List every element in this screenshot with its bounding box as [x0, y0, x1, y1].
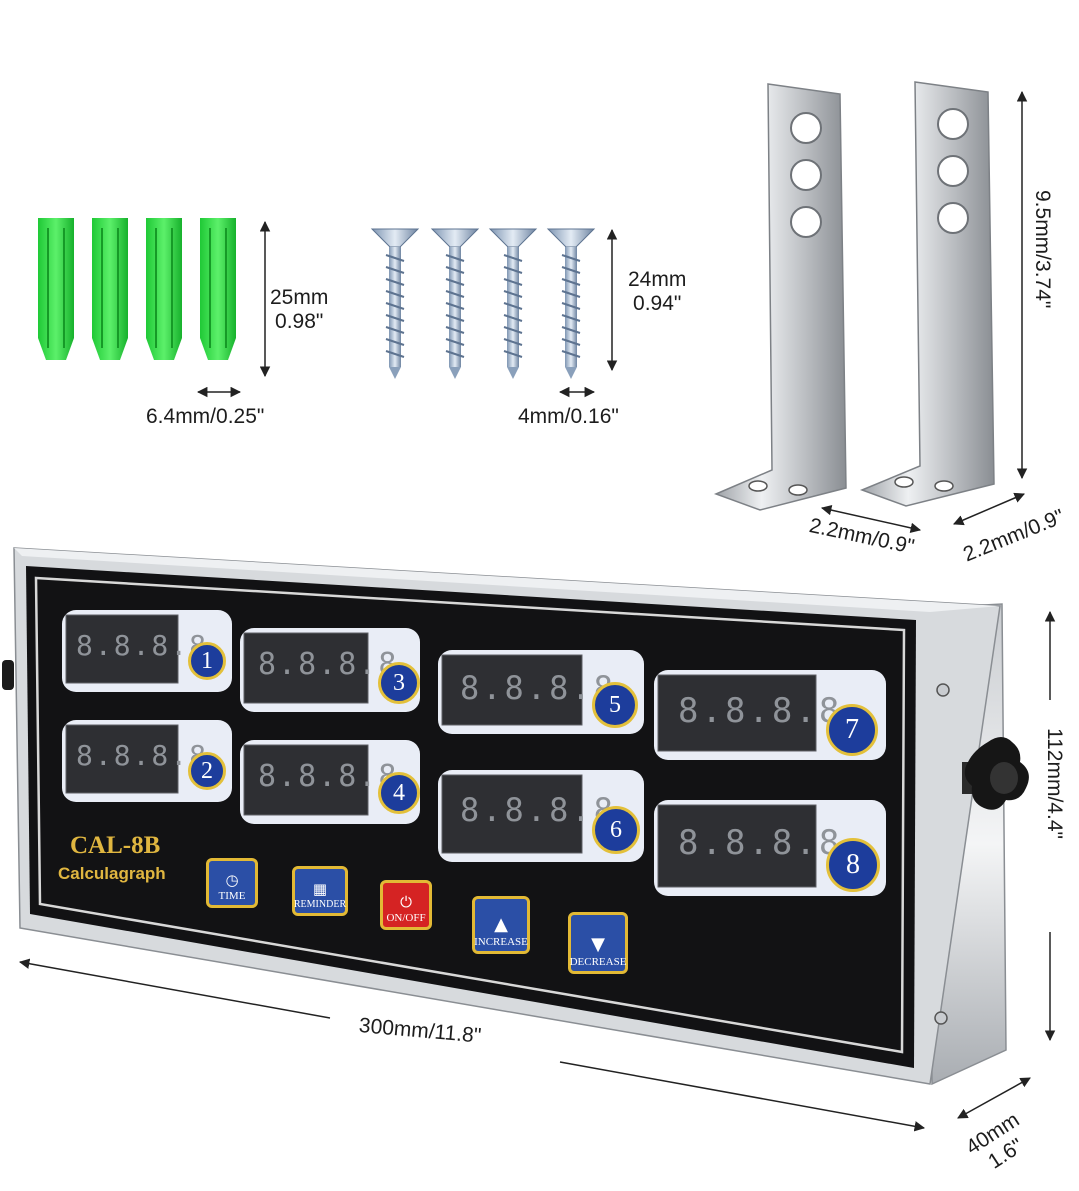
digits-2: 8.8.8.8 — [76, 739, 209, 772]
arrow-down-icon: ▼ — [591, 934, 605, 955]
digits-1: 8.8.8.8 — [76, 629, 209, 662]
screw-length-in: 0.94" — [633, 292, 682, 316]
digits-5: 8.8.8.8 — [460, 669, 616, 707]
reminder-button[interactable]: ▦ REMINDER — [292, 866, 348, 916]
device-height-label: 112mm/4.4" — [1043, 728, 1066, 839]
model-name: CAL-8B — [70, 832, 161, 859]
display-3 — [240, 628, 420, 712]
increase-button[interactable]: ▲ INCREASE — [472, 896, 530, 954]
mounting-brackets — [713, 81, 1028, 534]
digits-7: 8.8.8.8 — [678, 691, 843, 731]
channel-badge-1: 1 — [188, 642, 226, 680]
channel-badge-4: 4 — [378, 772, 420, 814]
display-4 — [240, 740, 420, 824]
clock-icon: ◷ — [225, 871, 239, 889]
model-subtitle: Calculagraph — [58, 864, 166, 883]
screw-width-label: 4mm/0.16" — [518, 405, 619, 428]
power-icon: ⏻ — [400, 893, 412, 911]
channel-badge-6: 6 — [592, 806, 640, 854]
channel-badge-2: 2 — [188, 752, 226, 790]
on-off-button-label: ON/OFF — [386, 912, 426, 924]
screw-length-label: 24mm 0.94" — [628, 268, 686, 316]
digits-3: 8.8.8.8 — [258, 647, 399, 682]
bracket-height-label: 9.5mm/3.74" — [1031, 190, 1054, 309]
screw-length-mm: 24mm — [628, 268, 687, 291]
digits-8: 8.8.8.8 — [678, 823, 843, 863]
channel-badge-7: 7 — [826, 704, 878, 756]
time-button-label: TIME — [218, 890, 246, 902]
increase-button-label: INCREASE — [474, 936, 528, 948]
channel-badge-3: 3 — [378, 662, 420, 704]
basket-icon: ▦ — [312, 880, 328, 898]
decrease-button[interactable]: ▼ DECREASE — [568, 912, 628, 974]
channel-badge-5: 5 — [592, 682, 638, 728]
wall-anchors — [38, 218, 271, 398]
display-6 — [438, 770, 644, 862]
on-off-button[interactable]: ⏻ ON/OFF — [380, 880, 432, 930]
knob-icon — [962, 737, 1029, 810]
decrease-button-label: DECREASE — [569, 956, 627, 968]
digits-6: 8.8.8.8 — [460, 791, 616, 829]
anchor-width-label: 6.4mm/0.25" — [146, 405, 265, 428]
display-1 — [62, 610, 232, 692]
screws — [370, 228, 618, 398]
channel-badge-8: 8 — [826, 838, 880, 892]
display-2 — [62, 720, 232, 802]
anchor-length-mm: 25mm — [270, 286, 329, 309]
anchor-length-label: 25mm 0.98" — [270, 286, 328, 334]
time-button[interactable]: ◷ TIME — [206, 858, 258, 908]
timer-device — [2, 547, 1029, 1086]
arrow-up-icon: ▲ — [494, 914, 508, 935]
anchor-length-in: 0.98" — [275, 310, 324, 334]
reminder-button-label: REMINDER — [293, 899, 347, 910]
digits-4: 8.8.8.8 — [258, 759, 399, 794]
